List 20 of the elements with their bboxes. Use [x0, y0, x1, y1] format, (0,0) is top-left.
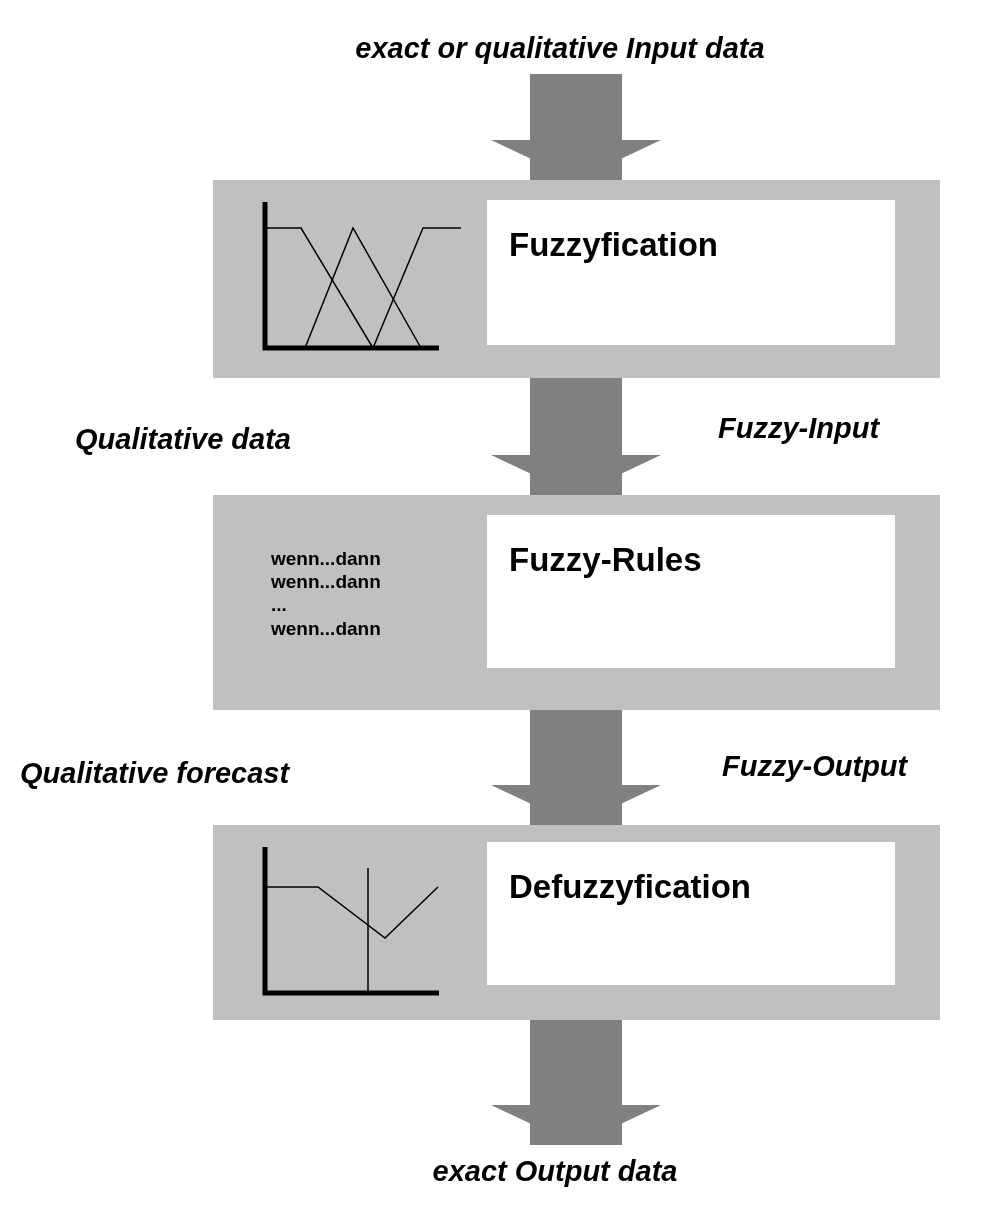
step-box [487, 515, 895, 668]
step-title: Fuzzyfication [509, 226, 718, 264]
data-label: exact Output data [432, 1154, 678, 1188]
rule-list: wenn...dann wenn...dann ... wenn...dann [271, 547, 391, 640]
block-arrow [491, 1020, 661, 1145]
step-title: Defuzzyfication [509, 868, 752, 906]
process-panel [213, 825, 940, 1020]
step-box [487, 842, 895, 985]
step-box [487, 200, 895, 345]
process-panel [213, 495, 940, 710]
data-label: exact or qualitative Input data [355, 31, 765, 65]
block-arrow [491, 74, 661, 180]
step-title: Fuzzy-Rules [509, 541, 702, 579]
flow-label: Qualitative forecast [20, 757, 290, 790]
flow-label: Fuzzy-Output [722, 750, 908, 783]
flow-label: Fuzzy-Input [718, 412, 880, 445]
block-arrow [491, 710, 661, 825]
block-arrow [491, 378, 661, 495]
process-panel [213, 180, 940, 378]
flow-label: Qualitative data [75, 423, 291, 456]
